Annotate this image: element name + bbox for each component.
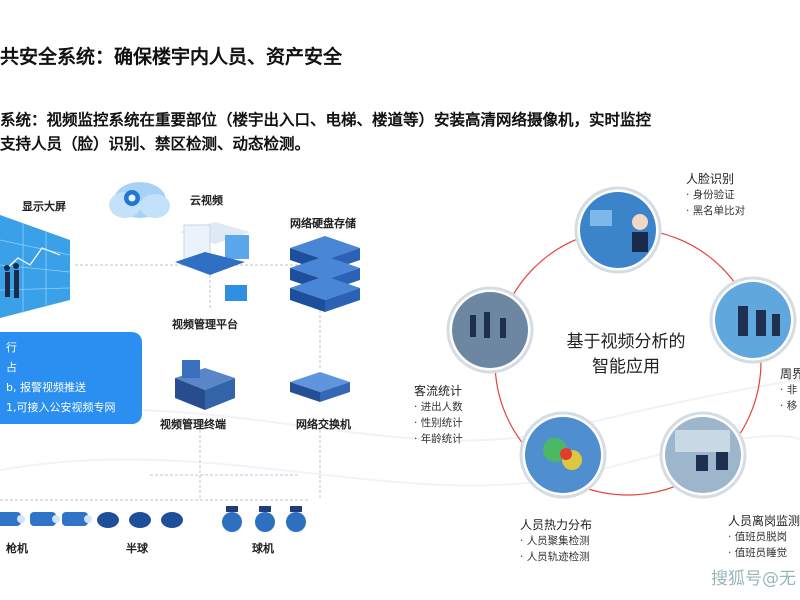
face-recognition-image: [574, 186, 662, 274]
perimeter-item-2: · 移: [780, 400, 798, 412]
cloud-icon: [109, 182, 170, 218]
network-switch-icon: [290, 372, 350, 402]
face-item-1: · 身份验证: [686, 189, 735, 201]
watermark: 搜狐号@无: [711, 569, 796, 589]
switch-label: 网络交换机: [296, 418, 351, 431]
absence-title: 人员离岗监测: [728, 514, 800, 528]
cloud-video-label: 云视频: [190, 194, 223, 207]
flow-item-2: · 性别统计: [414, 417, 463, 429]
description-line-1: 系统：视频监控系统在重要部位（楼宇出入口、电梯、楼道等）安装高清网络摄像机，实时…: [0, 111, 652, 129]
heatmap-item-2: · 人员轨迹检测: [520, 551, 590, 563]
perimeter-image: [709, 276, 797, 364]
absence-monitor-image: [659, 411, 747, 499]
perimeter-title: 周界: [780, 367, 800, 381]
flow-item-3: · 年龄统计: [414, 433, 463, 445]
face-recognition-title: 人脸识别: [686, 172, 735, 186]
absence-item-2: · 值班员睡觉: [728, 547, 788, 559]
dome-camera-icons: [97, 512, 183, 528]
description-line-2: 支持人员（脸）识别、禁区检测、动态检测。: [0, 135, 311, 153]
storage-label: 网络硬盘存储: [290, 217, 356, 230]
heatmap-item-1: · 人员聚集检测: [520, 535, 590, 547]
info-line-2: 占: [6, 361, 17, 374]
info-line-3: b, 报警视频推送: [6, 381, 86, 394]
display-screen-label: 显示大屏: [22, 200, 66, 213]
terminal-label: 视频管理终端: [160, 418, 226, 431]
ball-camera-label: 球机: [252, 542, 274, 555]
absence-item-1: · 值班员脱岗: [728, 531, 788, 543]
dome-camera-label: 半球: [126, 542, 148, 555]
page-title: 共安全系统：确保楼宇内人员、资产安全: [0, 46, 343, 68]
face-item-2: · 黑名单比对: [686, 205, 746, 217]
customer-flow-title: 客流统计: [414, 384, 463, 398]
display-screen-icon: [0, 215, 71, 318]
feature-info-box: 行 占 b, 报警视频推送 1,可接入公安视频专网: [0, 332, 142, 424]
management-terminal-icon: [175, 360, 235, 410]
ball-camera-icons: [222, 506, 306, 532]
platform-label: 视频管理平台: [172, 318, 238, 331]
info-line-1: 行: [6, 341, 17, 354]
heatmap-image: [519, 411, 607, 499]
heatmap-title: 人员热力分布: [520, 518, 593, 532]
customer-flow-image: [446, 286, 534, 374]
flow-item-1: · 进出人数: [414, 401, 463, 413]
cloud-video-server-icon: [175, 222, 250, 301]
gun-camera-icons: [0, 512, 92, 526]
center-label: 基于视频分析的智能应用: [566, 332, 686, 377]
page-description: 系统：视频监控系统在重要部位（楼宇出入口、电梯、楼道等）安装高清网络摄像机，实时…: [0, 108, 651, 156]
info-line-4: 1,可接入公安视频专网: [6, 401, 116, 414]
perimeter-item-1: · 非: [780, 384, 798, 396]
gun-camera-label: 枪机: [6, 542, 28, 555]
storage-server-icon: [290, 236, 360, 312]
